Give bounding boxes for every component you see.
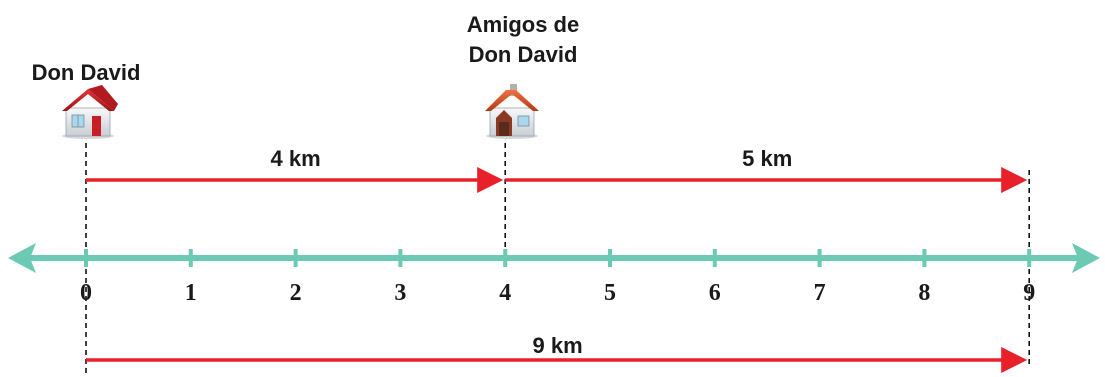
distance-arrowhead <box>477 167 504 193</box>
house-icon <box>62 85 118 139</box>
tick-label: 3 <box>394 280 406 306</box>
axis-arrowhead-left <box>8 243 36 273</box>
tick-label: 6 <box>709 280 721 306</box>
distance-arrows: 4 km 5 km 9 km <box>86 146 1028 373</box>
distance-label: 9 km <box>533 333 583 358</box>
tick-label: 5 <box>604 280 616 306</box>
house-icon <box>485 84 539 139</box>
distance-label: 4 km <box>271 146 321 171</box>
friends-label-line1: Amigos de <box>466 12 580 37</box>
distance-arrowhead <box>1001 167 1028 193</box>
friends-label: Amigos de Don David <box>448 10 598 70</box>
tick-label: 2 <box>290 280 302 306</box>
tick-label: 8 <box>918 280 930 306</box>
tick-label: 1 <box>185 280 197 306</box>
distance-arrowhead <box>1001 347 1028 373</box>
tick-label: 9 <box>1023 280 1035 306</box>
tick-label: 0 <box>80 280 92 306</box>
friends-label-line2: Don David <box>468 42 578 67</box>
tick-label: 4 <box>499 280 511 306</box>
distance-label: 5 km <box>742 146 792 171</box>
axis-arrowhead-right <box>1072 243 1100 273</box>
number-line: 0 1 2 3 4 5 6 7 8 9 <box>8 243 1100 306</box>
home-label: Don David <box>30 58 142 88</box>
tick-label: 7 <box>814 280 826 306</box>
home-label-text: Don David <box>31 60 141 85</box>
